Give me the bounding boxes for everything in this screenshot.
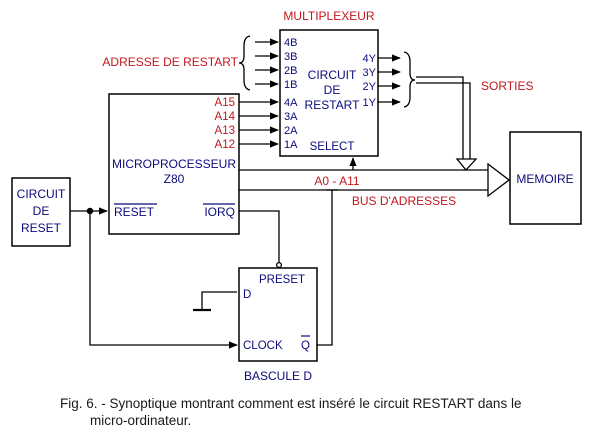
mux-in-2b: 2B bbox=[284, 65, 297, 77]
cpu-name-line1: MICROPROCESSEUR bbox=[112, 157, 236, 171]
mux-in-4b: 4B bbox=[284, 37, 297, 49]
cpu-pin-iorq: IORQ bbox=[204, 205, 235, 219]
iorq-to-preset-line bbox=[239, 210, 283, 269]
cpu-pin-reset: RESET bbox=[114, 205, 155, 219]
cpu-pin-a12: A12 bbox=[215, 139, 235, 151]
caption-line1: Fig. 6. - Synoptique montrant comment es… bbox=[60, 396, 522, 411]
mux-in-3a: 3A bbox=[284, 111, 298, 123]
restart-address-inputs bbox=[238, 35, 279, 91]
flipflop-preset: PRESET bbox=[259, 274, 305, 286]
mux-in-1a: 1A bbox=[284, 139, 298, 151]
mux-body-line1: CIRCUIT bbox=[308, 68, 357, 82]
flipflop-title: BASCULE D bbox=[244, 369, 312, 383]
mux-out-4y: 4Y bbox=[363, 53, 377, 65]
mux-in-1b: 1B bbox=[284, 79, 297, 91]
flipflop-d: D bbox=[243, 289, 251, 301]
outputs-label: SORTIES bbox=[481, 79, 533, 93]
bus-lines-label: A0 - A11 bbox=[314, 174, 359, 188]
memory-block: MEMOIRE bbox=[509, 131, 582, 225]
mux-outputs-wiring bbox=[378, 51, 416, 108]
bus-name-label: BUS D'ADRESSES bbox=[352, 194, 456, 208]
reset-block-line1: CIRCUIT bbox=[17, 187, 66, 201]
reset-block-line2: DE bbox=[33, 204, 50, 218]
cpu-pin-a13: A13 bbox=[215, 125, 235, 137]
mux-title: MULTIPLEXEUR bbox=[283, 9, 374, 23]
mux-out-1y: 1Y bbox=[363, 97, 377, 109]
flipflop-clock: CLOCK bbox=[243, 340, 283, 352]
restart-address-label: ADRESSE DE RESTART bbox=[102, 55, 238, 69]
mux-in-2a: 2A bbox=[284, 125, 298, 137]
reset-signal-wiring bbox=[70, 207, 238, 349]
microprocessor-block: A15 A14 A13 A12 MICROPROCESSEUR Z80 RESE… bbox=[108, 93, 240, 235]
cpu-pin-a14: A14 bbox=[215, 111, 236, 123]
caption-line2: micro-ordinateur. bbox=[90, 413, 192, 428]
ground-connection bbox=[193, 291, 237, 312]
multiplexer-block: 4B 3B 2B 1B 4A 3A 2A 1A 4Y 3Y 2Y 1Y CIRC… bbox=[279, 29, 379, 157]
cpu-name-line2: Z80 bbox=[164, 172, 185, 186]
mux-in-4a: 4A bbox=[284, 97, 298, 109]
figure-caption: Fig. 6. - Synoptique montrant comment es… bbox=[60, 395, 580, 429]
d-flipflop-block: PRESET D CLOCK Q bbox=[238, 267, 318, 362]
mux-body-line2: DE bbox=[324, 83, 341, 97]
mux-body-line3: RESTART bbox=[305, 98, 361, 112]
mux-out-3y: 3Y bbox=[363, 67, 377, 79]
address-bus-arrow bbox=[239, 162, 511, 208]
cpu-to-mux-address-lines bbox=[239, 98, 279, 148]
mux-out-2y: 2Y bbox=[363, 81, 377, 93]
memory-label: MEMOIRE bbox=[516, 172, 573, 186]
outputs-to-memory-arrow bbox=[416, 76, 478, 171]
cpu-pin-a15: A15 bbox=[215, 97, 235, 109]
mux-select-label: SELECT bbox=[310, 141, 355, 153]
reset-block-line3: RESET bbox=[21, 221, 62, 235]
qbar-to-select-line bbox=[317, 208, 333, 346]
mux-in-3b: 3B bbox=[284, 51, 297, 63]
reset-circuit-block: CIRCUIT DE RESET bbox=[11, 177, 71, 247]
flipflop-q-bar: Q bbox=[301, 340, 310, 352]
